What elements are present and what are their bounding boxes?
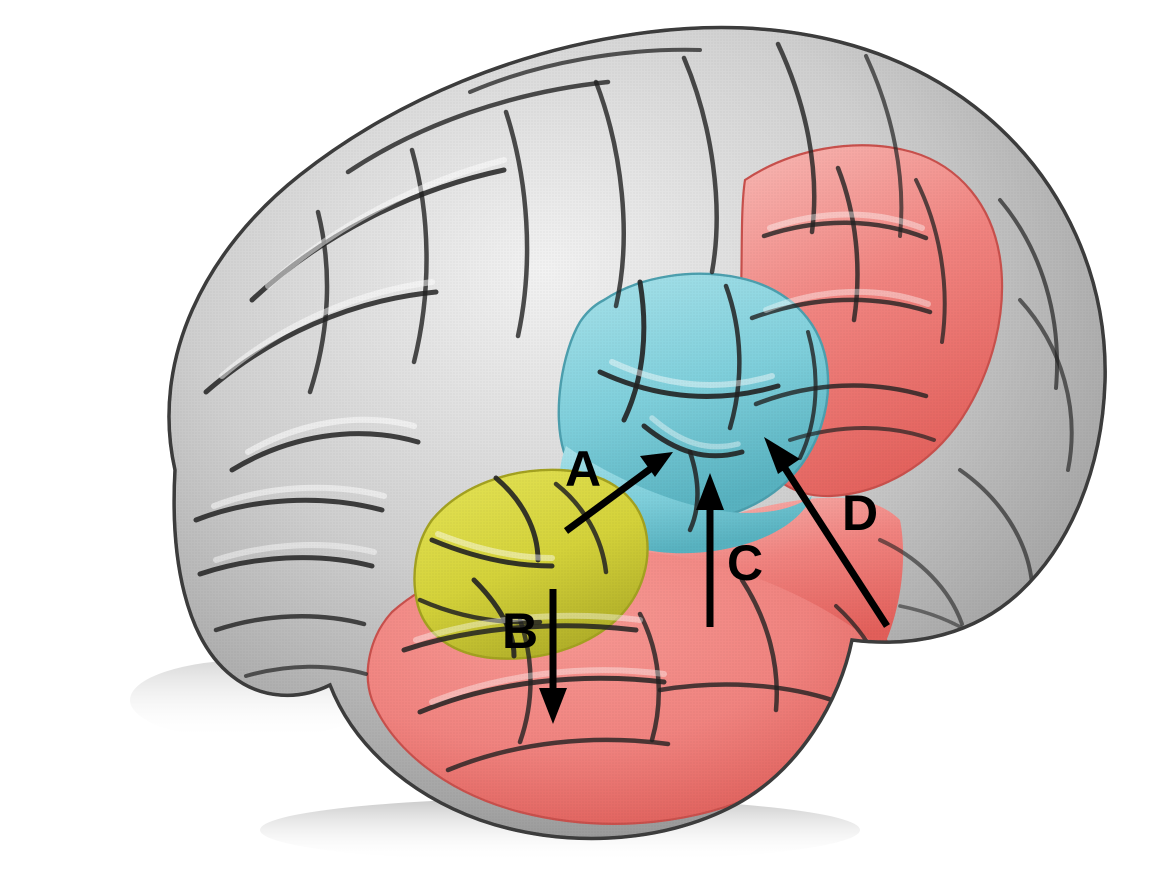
pointer-arrows: [539, 437, 890, 724]
brain-outline: [167, 25, 1107, 841]
marker-label-d: D: [842, 485, 879, 541]
arrow-B: [539, 589, 567, 724]
arrow-C: [696, 473, 724, 627]
marker-label-c: C: [727, 535, 764, 591]
arrow-A: [563, 452, 673, 534]
arrow-D: [764, 437, 890, 628]
marker-label-a: A: [565, 441, 602, 497]
marker-label-b: B: [502, 603, 539, 659]
